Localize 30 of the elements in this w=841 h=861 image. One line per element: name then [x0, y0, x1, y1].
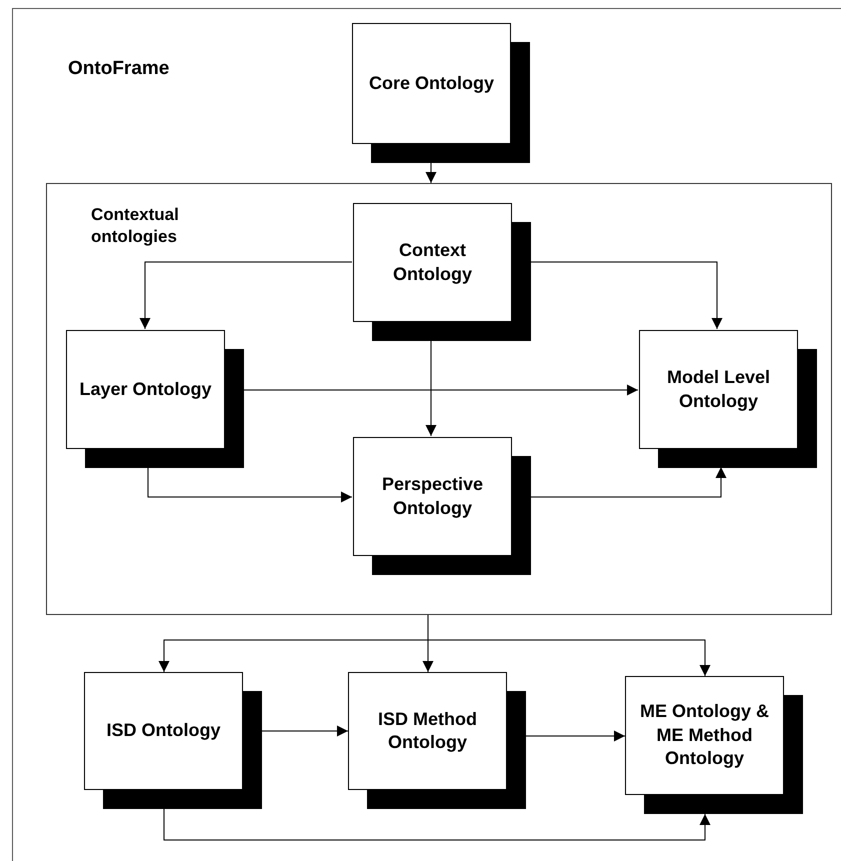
shadowed-box: [353, 437, 531, 575]
box-label: Perspective Ontology: [380, 473, 484, 520]
box-label: Layer Ontology: [79, 378, 212, 401]
arrow: [262, 726, 348, 736]
shadowed-box: [352, 23, 530, 163]
arrow: [242, 384, 638, 396]
shadowed-box: [353, 203, 531, 341]
group-frame: [46, 183, 832, 615]
group-label: Contextual ontologies: [91, 204, 180, 248]
arrow: [140, 262, 352, 330]
shadowed-box: [84, 672, 262, 809]
arrow: [530, 466, 726, 498]
box-label: Context Ontology: [392, 239, 473, 286]
box-label: ME Ontology & ME Method Ontology: [639, 700, 770, 770]
box-label: Core Ontology: [369, 72, 494, 95]
arrow: [526, 730, 626, 742]
diagram-title: OntoFrame: [68, 58, 170, 80]
shadowed-box: [639, 330, 817, 468]
arrow: [426, 340, 436, 436]
shadowed-box: [625, 676, 803, 814]
arrow: [148, 466, 352, 502]
box-label: Model Level Ontology: [666, 366, 772, 413]
shadowed-box: [348, 672, 526, 809]
box-label: ISD Ontology: [106, 719, 220, 742]
arrow: [164, 808, 710, 840]
arrow: [530, 262, 722, 330]
arrow: [428, 614, 710, 676]
shadowed-box: [66, 330, 244, 468]
arrow: [426, 162, 436, 184]
box-label: ISD Method Ontology: [377, 708, 478, 754]
